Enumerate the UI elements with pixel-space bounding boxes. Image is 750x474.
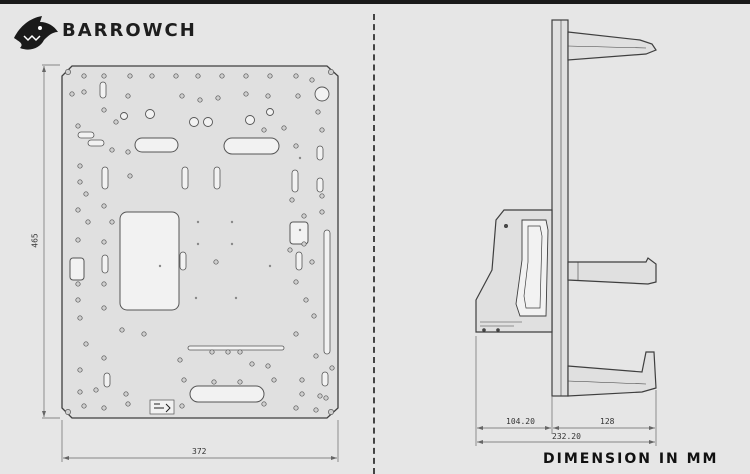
height-dimension-label: 465	[30, 233, 40, 248]
view-divider	[373, 14, 375, 474]
side-right-dimension-label: 128	[600, 417, 615, 426]
side-left-dimension-label: 104.20	[506, 417, 535, 426]
dimension-caption: DIMENSION IN MM	[543, 451, 719, 467]
front-view-plate	[42, 64, 339, 462]
side-total-dimension-label: 232.20	[552, 432, 581, 441]
side-view-dimensions	[475, 336, 657, 446]
shark-logo-icon	[14, 16, 58, 50]
side-view	[475, 19, 657, 397]
width-dimension-label: 372	[192, 447, 207, 456]
top-border	[0, 0, 750, 4]
brand-name: BARROWCH	[62, 20, 197, 41]
